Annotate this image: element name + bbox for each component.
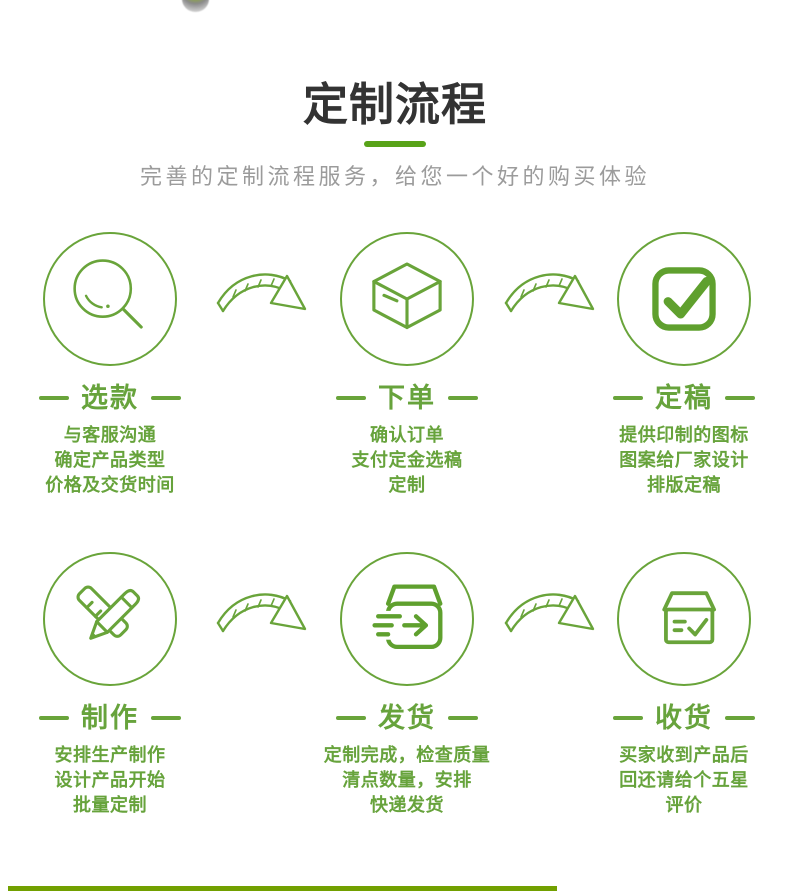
title-dash	[39, 716, 69, 720]
flow-arrow-icon	[216, 273, 307, 313]
step-description: 确认订单 支付定金选稿 定制	[287, 423, 527, 498]
flow-arrow-icon	[504, 593, 595, 633]
title-dash	[725, 716, 755, 720]
step-description: 安排生产制作 设计产品开始 批量定制	[0, 743, 230, 818]
magnifier-icon	[73, 259, 143, 329]
title-dash	[448, 716, 478, 720]
step-title-row: 选款	[0, 382, 230, 414]
step-desc-line: 安排生产制作	[54, 745, 166, 765]
step-title: 定稿	[655, 382, 713, 413]
step-icon-circle	[340, 552, 474, 686]
step-desc-line: 图案给厂家设计	[619, 450, 749, 470]
step-desc-line: 评价	[665, 795, 703, 815]
step-select-style: 选款 与客服沟通 确定产品类型 价格及交货时间	[0, 232, 230, 498]
step-desc-line: 回还请给个五星	[619, 770, 749, 790]
step-icon-circle	[43, 232, 177, 366]
package-box-icon	[372, 262, 442, 330]
step-title-row: 收货	[564, 702, 790, 734]
step-title: 发货	[378, 702, 436, 733]
page-title: 定制流程	[302, 79, 487, 130]
step-desc-line: 批量定制	[73, 795, 147, 815]
step-desc-line: 快递发货	[370, 795, 444, 815]
step-desc-line: 定制	[388, 475, 426, 495]
step-shipping: 发货 定制完成，检查质量 清点数量，安排 快递发货	[287, 552, 527, 818]
step-title-row: 制作	[0, 702, 230, 734]
step-title: 下单	[378, 382, 436, 413]
step-desc-line: 定制完成，检查质量	[323, 745, 491, 765]
step-receive-goods: 收货 买家收到产品后 回还请给个五星 评价	[564, 552, 790, 818]
check-square-icon	[652, 267, 716, 331]
step-title: 选款	[81, 382, 139, 413]
title-dash	[151, 716, 181, 720]
step-description: 定制完成，检查质量 清点数量，安排 快递发货	[287, 743, 527, 818]
step-icon-circle	[43, 552, 177, 686]
step-title-row: 定稿	[564, 382, 790, 414]
step-desc-line: 买家收到产品后	[619, 745, 749, 765]
title-dash	[39, 396, 69, 400]
title-dash	[336, 396, 366, 400]
step-desc-line: 提供印制的图标	[619, 425, 749, 445]
step-desc-line: 清点数量，安排	[342, 770, 472, 790]
pencil-ruler-icon	[76, 585, 141, 640]
title-dash	[151, 396, 181, 400]
step-description: 与客服沟通 确定产品类型 价格及交货时间	[0, 423, 230, 498]
step-place-order: 下单 确认订单 支付定金选稿 定制	[287, 232, 527, 498]
step-desc-line: 确认订单	[370, 425, 444, 445]
title-underline	[364, 141, 426, 147]
step-icon-circle	[340, 232, 474, 366]
shipping-box-icon	[372, 584, 443, 650]
receive-box-icon	[662, 591, 716, 645]
flow-arrow-icon	[504, 273, 595, 313]
step-title-row: 发货	[287, 702, 527, 734]
step-finalize-draft: 定稿 提供印制的图标 图案给厂家设计 排版定稿	[564, 232, 790, 498]
title-dash	[336, 716, 366, 720]
title-dash	[613, 716, 643, 720]
step-desc-line: 与客服沟通	[63, 425, 157, 445]
step-desc-line: 确定产品类型	[54, 450, 166, 470]
step-icon-circle	[617, 552, 751, 686]
title-dash	[613, 396, 643, 400]
step-title: 制作	[81, 702, 139, 733]
flow-arrow-icon	[216, 593, 307, 633]
decorative-sphere	[182, 0, 209, 12]
step-description: 提供印制的图标 图案给厂家设计 排版定稿	[564, 423, 790, 498]
page-subtitle: 完善的定制流程服务，给您一个好的购买体验	[139, 164, 650, 189]
step-desc-line: 设计产品开始	[54, 770, 166, 790]
step-production: 制作 安排生产制作 设计产品开始 批量定制	[0, 552, 230, 818]
step-desc-line: 支付定金选稿	[351, 450, 463, 470]
step-desc-line: 排版定稿	[647, 475, 721, 495]
title-dash	[448, 396, 478, 400]
step-desc-line: 价格及交货时间	[45, 475, 175, 495]
title-dash	[725, 396, 755, 400]
step-title: 收货	[655, 702, 713, 733]
step-icon-circle	[617, 232, 751, 366]
step-title-row: 下单	[287, 382, 527, 414]
step-description: 买家收到产品后 回还请给个五星 评价	[564, 743, 790, 818]
section-divider-bar	[8, 886, 557, 891]
